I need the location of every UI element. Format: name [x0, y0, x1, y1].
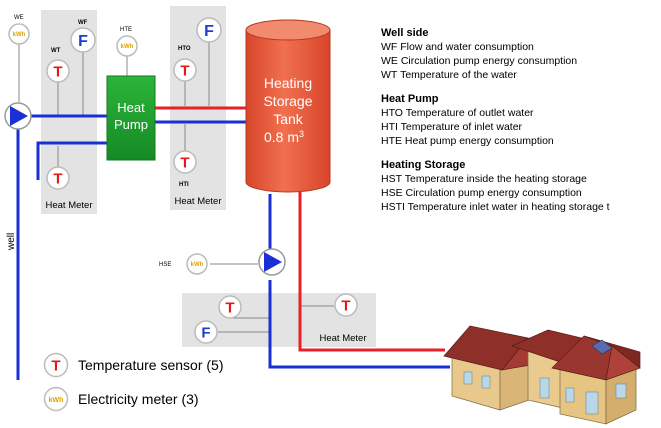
- key-elec-label: Electricity meter (3): [78, 391, 199, 407]
- tank-label-line3: Tank: [273, 111, 304, 127]
- svg-text:T: T: [180, 154, 189, 171]
- tank-label-line2: Storage: [263, 93, 312, 109]
- legend-row: WE Circulation pump energy consumption: [381, 54, 661, 68]
- legend-code: WT: [381, 69, 398, 81]
- svg-text:kWh: kWh: [13, 32, 26, 38]
- hto-label: HTO: [178, 46, 191, 52]
- sensor-well-return-temp-icon: T: [46, 166, 70, 190]
- heat-pump: Heat Pump: [106, 75, 156, 161]
- legend-row: HST Temperature inside the heating stora…: [381, 172, 661, 186]
- legend-row: HTE Heat pump energy consumption: [381, 134, 661, 148]
- legend-row: HSE Circulation pump energy consumption: [381, 186, 661, 200]
- legend-text: Temperature inlet water in heating stora…: [407, 201, 610, 213]
- tank-volume: 0.8 m3: [264, 129, 304, 145]
- sensor-house-t2-icon: T: [334, 293, 358, 317]
- sensor-hto-flow-icon: F: [196, 17, 222, 43]
- legend-row: WF Flow and water consumption: [381, 40, 661, 54]
- legend-row: WT Temperature of the water: [381, 68, 661, 82]
- heat-pump-label-line2: Pump: [114, 117, 148, 132]
- house-illustration: [443, 325, 641, 425]
- legend-code: WF: [381, 41, 398, 53]
- sensor-hse-icon: kWh: [186, 253, 208, 275]
- well-pump-icon: [4, 102, 32, 130]
- sensor-hte-icon: kWh: [116, 35, 138, 57]
- svg-text:F: F: [201, 324, 210, 341]
- svg-text:T: T: [225, 299, 234, 316]
- legend-row: HSTI Temperature inlet water in heating …: [381, 200, 661, 214]
- sensor-hti-icon: T: [173, 150, 197, 174]
- svg-text:T: T: [341, 297, 350, 314]
- legend-section-title: Heat Pump: [381, 93, 439, 105]
- svg-text:T: T: [51, 358, 60, 375]
- legend-text: Flow and water consumption: [400, 41, 534, 53]
- sensor-house-f-icon: F: [194, 320, 218, 344]
- key-temp-icon: T: [43, 352, 69, 378]
- sensor-wf-icon: F: [70, 27, 96, 53]
- sensor-house-t1-icon: T: [218, 295, 242, 319]
- key-temp-label: Temperature sensor (5): [78, 357, 224, 373]
- svg-text:kWh: kWh: [191, 262, 204, 268]
- legend-code: HSE: [381, 187, 403, 199]
- legend-text: Temperature of outlet water: [405, 107, 534, 119]
- svg-text:T: T: [180, 62, 189, 79]
- key-elec-icon: kWh: [43, 386, 69, 412]
- well-label: well: [6, 233, 17, 251]
- wt-label: WT: [51, 48, 61, 54]
- svg-text:kWh: kWh: [49, 397, 64, 404]
- legend-code: HTI: [381, 121, 398, 133]
- legend-code: HSTI: [381, 201, 405, 213]
- legend-code: HTO: [381, 107, 403, 119]
- legend-code: HST: [381, 173, 402, 185]
- svg-text:F: F: [78, 33, 88, 50]
- legend-text: Circulation pump energy consumption: [400, 55, 578, 67]
- tank-label-line1: Heating: [264, 75, 312, 91]
- svg-text:F: F: [204, 23, 214, 40]
- svg-text:T: T: [53, 63, 62, 80]
- wf-label: WF: [78, 20, 88, 26]
- hse-label: HSE: [159, 262, 171, 268]
- we-label: WE: [14, 15, 24, 21]
- heat-pump-label-line1: Heat: [117, 100, 145, 115]
- legend-code: WE: [381, 55, 398, 67]
- hte-label: HTE: [120, 27, 132, 33]
- heating-storage-tank: Heating Storage Tank 0.8 m3: [245, 19, 331, 193]
- svg-text:kWh: kWh: [121, 44, 134, 50]
- legend-text: Temperature inside the heating storage: [404, 173, 587, 185]
- legend-row: HTO Temperature of outlet water: [381, 106, 661, 120]
- legend-text: Circulation pump energy consumption: [405, 187, 582, 199]
- storage-pump-icon: [258, 248, 286, 276]
- sensor-hto-icon: T: [173, 58, 197, 82]
- legend-text: Temperature of inlet water: [400, 121, 523, 133]
- legend-section-title: Well side: [381, 27, 429, 39]
- legend-section-title: Heating Storage: [381, 159, 466, 171]
- legend-text: Heat pump energy consumption: [404, 135, 554, 147]
- sensor-we-icon: kWh: [8, 23, 30, 45]
- legend-row: HTI Temperature of inlet water: [381, 120, 661, 134]
- legend-text: Temperature of the water: [400, 69, 517, 81]
- legend-code: HTE: [381, 135, 402, 147]
- svg-text:T: T: [53, 170, 62, 187]
- heat-meter-label-2: Heat Meter: [175, 196, 222, 207]
- hti-label: HTI: [179, 182, 189, 188]
- sensor-wt-icon: T: [46, 59, 70, 83]
- heat-meter-label-1: Heat Meter: [46, 200, 93, 211]
- heat-meter-label-3: Heat Meter: [320, 333, 367, 344]
